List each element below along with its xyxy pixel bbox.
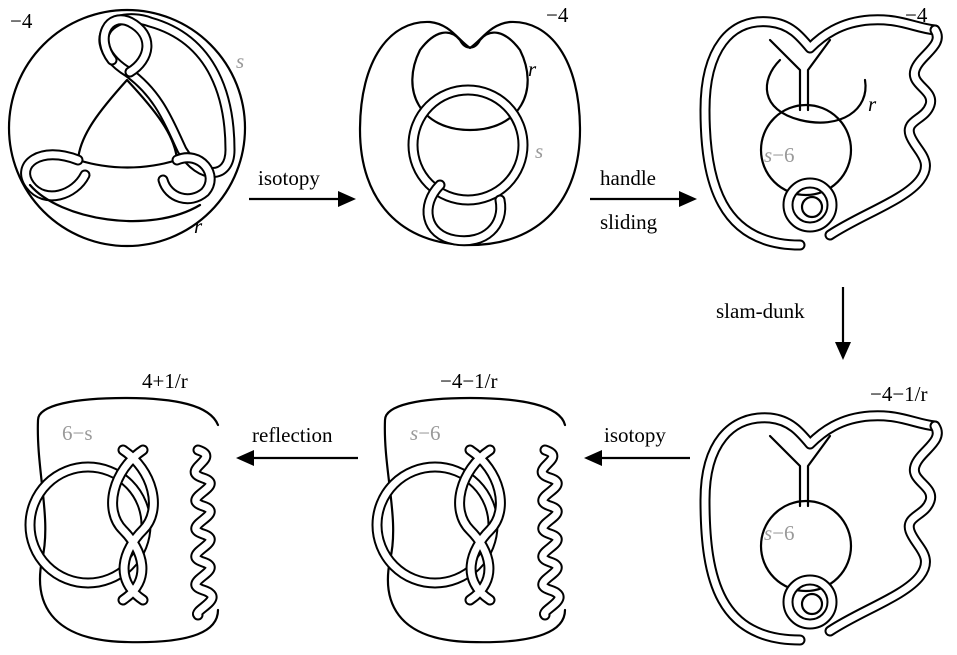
p3-snake-inner [830,30,937,235]
p6-s-label: 6−s [62,421,93,445]
p1-s-label: s [236,49,244,73]
p2-framing-label: −4 [546,3,569,27]
p1-outer-circle [9,10,245,246]
p5-s-label: s−6 [410,421,441,445]
p1-r-label: r [194,214,203,238]
arrow-reflection: reflection [236,423,358,466]
p4-framing-label: −4−1/r [870,382,928,406]
p3-framing-label: −4 [905,3,928,27]
arrow-handle-sliding: handle sliding [590,166,697,234]
arrow-slam-dunk: slam-dunk [716,287,851,360]
p1-inner-core [78,80,177,168]
p1-trefoil-band-inner [104,19,230,173]
p4-y-junction [770,436,830,506]
panel-1-trefoil-surgery-diagram: −4 s r [9,9,245,246]
arrow-reflection-label: reflection [252,423,333,447]
arrow-isotopy-1: isotopy [249,166,356,207]
panel-6-surgery-diagram: 4+1/r 6−s [30,369,218,642]
p5-framing-label: −4−1/r [440,369,498,393]
arrow-isotopy-1-label: isotopy [258,166,320,190]
p2-s-circle-inner [413,90,523,200]
panel-5-surgery-diagram: −4−1/r s−6 [377,369,565,642]
p3-small-ring-inner [788,183,832,227]
arrow-isotopy-2-label: isotopy [604,423,666,447]
p1-framing-label: −4 [10,9,33,33]
p2-outer-heart [360,22,580,245]
p6-framing-label: 4+1/r [142,369,188,393]
p2-r-label: r [528,57,537,81]
panel-2-surgery-diagram: −4 r s [360,3,580,245]
p3-y-junction [770,40,830,110]
p1-trefoil-band-outer [104,19,230,173]
p4-tiny-ring [802,594,822,614]
arrow-handle-label-1: handle [600,166,656,190]
arrow-isotopy-2: isotopy [584,423,690,466]
p3-r-label: r [868,92,877,116]
panel-3-surgery-diagram: −4 r s−6 [705,3,937,245]
p2-s-label: s [535,139,543,163]
arrow-handle-label-2: sliding [600,210,658,234]
p4-small-ring-inner [788,580,832,624]
p3-s-label: s−6 [764,143,795,167]
arrow-slam-dunk-label: slam-dunk [716,299,805,323]
p4-snake-inner [830,426,937,631]
p4-s-label: s−6 [764,521,795,545]
panel-4-surgery-diagram: −4−1/r s−6 [705,382,937,640]
p3-tiny-ring [802,197,822,217]
